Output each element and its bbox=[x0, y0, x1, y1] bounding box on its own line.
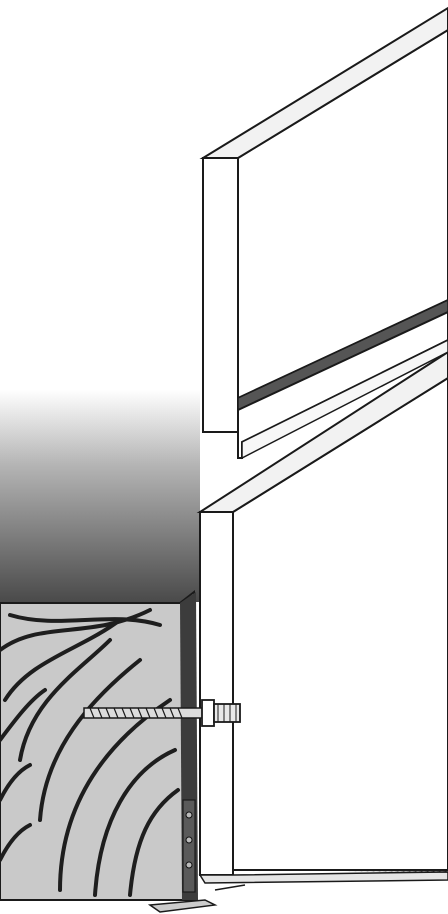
lower-panel bbox=[196, 350, 448, 884]
upper-panel bbox=[199, 6, 448, 433]
wood-post bbox=[0, 589, 198, 901]
base-foot bbox=[147, 884, 246, 913]
upper-panel-groove bbox=[237, 299, 448, 460]
dark-gradient-backdrop bbox=[0, 390, 200, 602]
lag-screw bbox=[83, 699, 241, 727]
